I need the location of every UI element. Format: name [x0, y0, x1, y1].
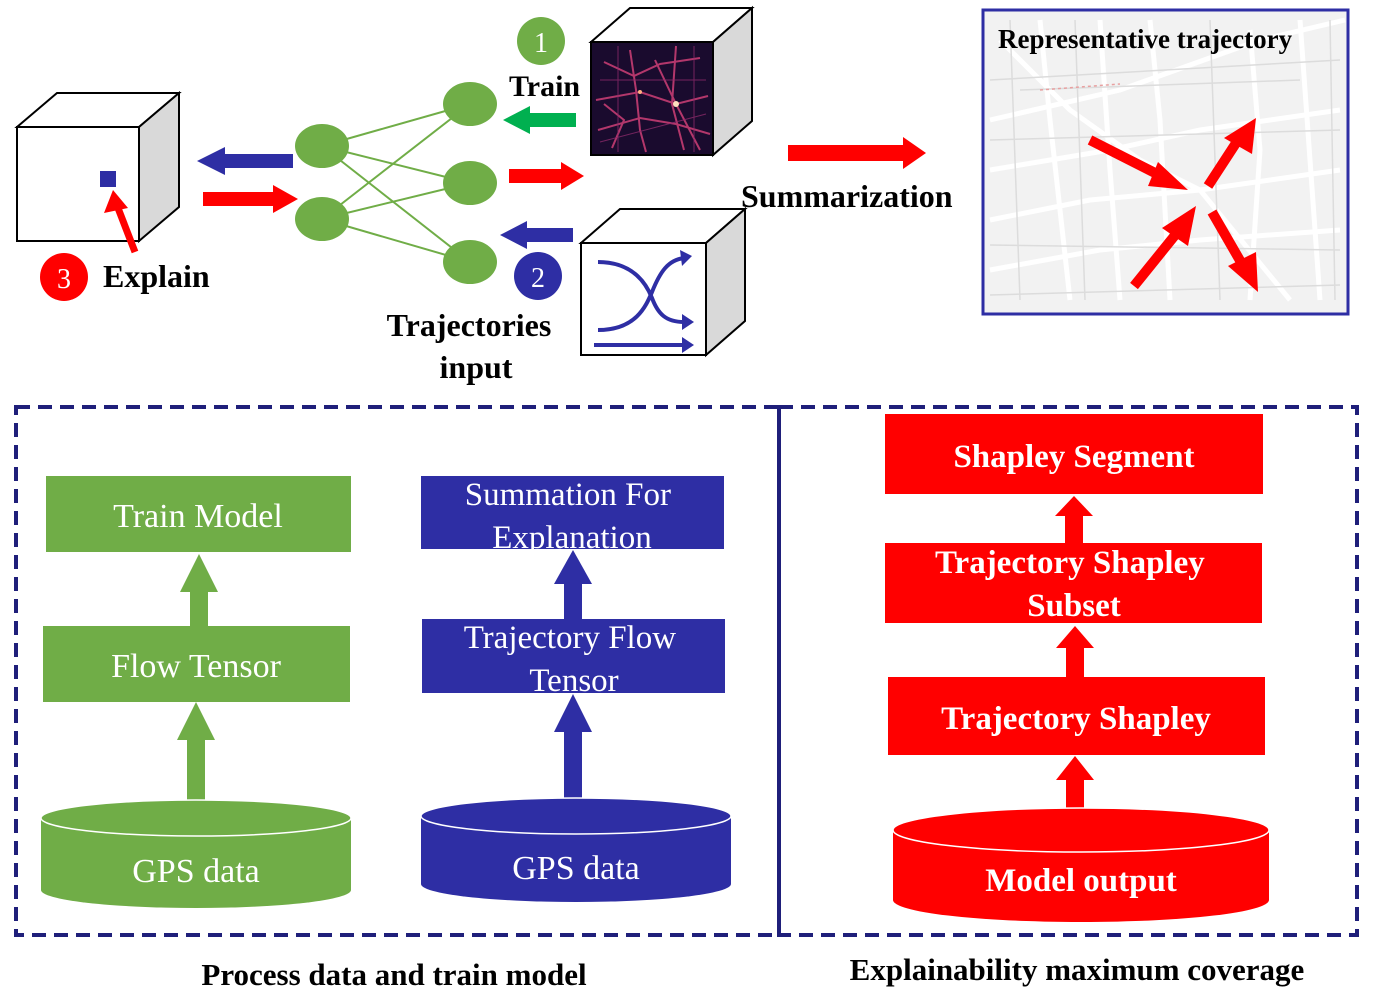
- step-3-number: 3: [57, 264, 71, 295]
- step-1-badge: 1: [517, 17, 565, 65]
- output-node-3: [443, 240, 497, 284]
- summation-label: Summation For Explanation: [465, 477, 680, 556]
- step-1-number: 1: [534, 28, 548, 59]
- input-node-1: [295, 124, 349, 168]
- step-2-number: 2: [531, 263, 545, 294]
- train-label: Train: [509, 70, 580, 103]
- curved-trajectory-1: [597, 260, 685, 324]
- explained-cell: [100, 171, 116, 187]
- explainability-caption: Explainability maximum coverage: [850, 952, 1305, 987]
- output-node-1: [443, 82, 497, 126]
- map-title: Representative trajectory: [998, 24, 1293, 54]
- summation-box: [421, 476, 724, 549]
- input-node-2: [295, 197, 349, 241]
- blue-gps-label: GPS data: [512, 850, 640, 887]
- curved-trajectory-2: [597, 256, 685, 332]
- representative-map: Representative trajectory: [981, 8, 1350, 316]
- process-panel: [14, 405, 781, 937]
- train-model-label: Train Model: [113, 498, 283, 535]
- map-arrows: [1087, 118, 1258, 292]
- flow-tensor-box: [43, 626, 350, 702]
- trajectory-shapley-label: Trajectory Shapley: [941, 701, 1211, 737]
- green-gps-label: GPS data: [132, 853, 260, 890]
- red-arrow-to-flow: [509, 162, 584, 190]
- flow-tensor-label: Flow Tensor: [111, 648, 282, 685]
- blue-column: Summation For Explanation Trajectory Flo…: [420, 476, 732, 902]
- red-arrow-to-network: [203, 185, 298, 213]
- model-output-label: Model output: [985, 863, 1177, 899]
- shapley-segment-box: [885, 414, 1263, 494]
- green-gps-database: [41, 818, 351, 908]
- blue-gps-database: [421, 816, 731, 902]
- red-column: Shapley Segment Trajectory Shapley Subse…: [885, 414, 1270, 922]
- model-cube: [14, 90, 182, 244]
- shapley-segment-label: Shapley Segment: [953, 439, 1194, 475]
- model-output-database: [893, 830, 1269, 922]
- blue-arrow-to-model: [197, 147, 293, 175]
- trajectory-shapley-subset-box: [885, 543, 1262, 623]
- summarization-label: Summarization: [741, 178, 953, 214]
- flow-heatmap-cube: [588, 5, 755, 158]
- green-train-arrow: [503, 106, 576, 134]
- trajectory-shapley-box: [888, 677, 1265, 755]
- trajectory-input-cube: [578, 206, 748, 358]
- step-2-badge: 2: [514, 252, 562, 300]
- blue-input-arrow: [500, 221, 573, 249]
- explain-label: Explain: [103, 258, 210, 294]
- train-model-box: [46, 476, 351, 552]
- step-3-badge: 3: [40, 253, 88, 301]
- trajectory-flow-tensor-box: [422, 619, 725, 693]
- explainability-panel: [777, 405, 1359, 937]
- trajectories-input-label: Trajectories input: [387, 307, 560, 385]
- trajectory-flow-tensor-label: Trajectory Flow Tensor: [464, 620, 685, 699]
- explain-arrow: [104, 190, 139, 254]
- green-column: Train Model Flow Tensor GPS data: [40, 476, 352, 908]
- process-caption: Process data and train model: [201, 957, 587, 990]
- summarization-arrow: [788, 137, 926, 169]
- output-node-2: [443, 161, 497, 205]
- network-nodes: [295, 82, 497, 284]
- trajectory-shapley-subset-label: Trajectory Shapley Subset: [935, 545, 1213, 624]
